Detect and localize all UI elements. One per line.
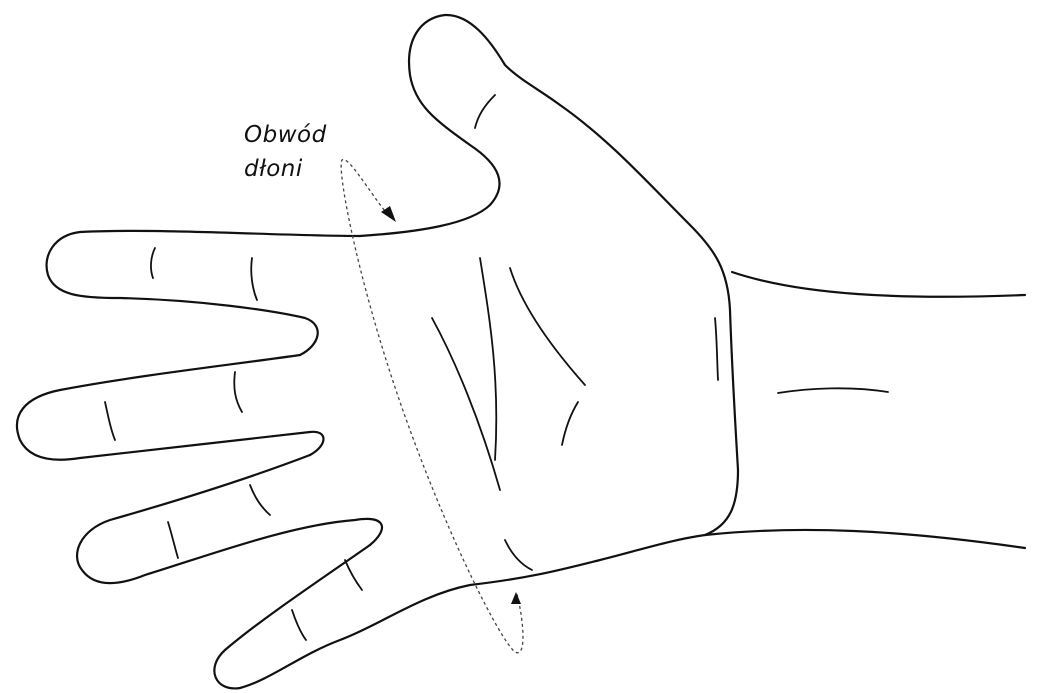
label-line-1: Obwód (244, 118, 327, 152)
finger-index (47, 231, 360, 355)
palm-line-3 (510, 268, 585, 385)
wrist-lower-line (705, 530, 1025, 548)
wrist-upper-line (732, 272, 1025, 297)
crease-thumb (475, 95, 495, 128)
palm-line-5 (505, 540, 532, 570)
crease-little-2 (345, 560, 362, 590)
palm-line-2 (432, 318, 500, 490)
crease-ring-1 (168, 522, 178, 558)
palm-line-6 (715, 318, 718, 380)
crease-index-2 (251, 258, 257, 300)
wrist-crease (778, 388, 888, 393)
crease-index-1 (151, 248, 155, 278)
arrowhead-bottom-icon (511, 592, 521, 604)
crease-little-1 (292, 610, 306, 640)
finger-ring (77, 455, 382, 583)
finger-middle (17, 355, 324, 460)
finger-little (214, 535, 705, 688)
crease-ring-2 (250, 485, 270, 515)
hand-upper-outline (360, 15, 738, 535)
hand-circumference-label: Obwód dłoni (244, 118, 327, 186)
crease-middle-1 (105, 402, 115, 440)
label-line-2: dłoni (244, 152, 327, 186)
palm-line-1 (480, 258, 496, 460)
crease-middle-2 (234, 372, 242, 412)
palm-line-4 (562, 402, 578, 445)
